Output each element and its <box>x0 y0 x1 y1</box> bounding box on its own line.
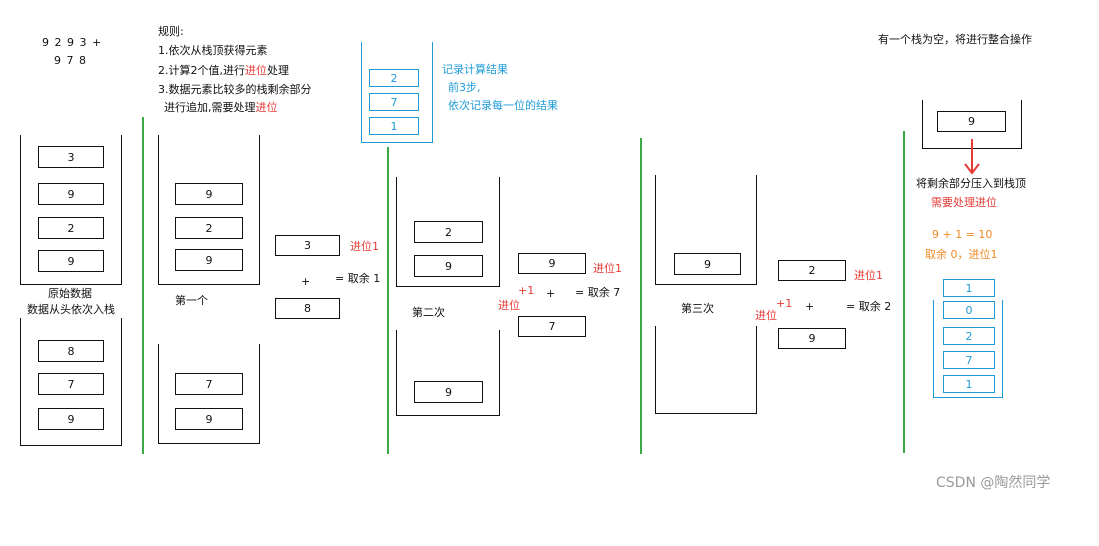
step2-result: = 取余 7 <box>575 286 621 299</box>
divider-line <box>387 147 389 454</box>
step1-top-value: 3 <box>275 235 340 256</box>
stack-item: 9 <box>38 183 104 205</box>
down-arrow-icon <box>964 139 980 175</box>
rule-1: 1.依次从栈顶获得元素 <box>158 44 268 57</box>
divider-line <box>640 138 642 454</box>
final-item: 1 <box>943 375 995 393</box>
stack-item: 2 <box>414 221 483 243</box>
step3-bottom-value: 9 <box>778 328 846 349</box>
stack-item: 9 <box>175 249 243 271</box>
final-item: 1 <box>943 279 995 297</box>
step2-bottom-value: 7 <box>518 316 586 337</box>
original-stack-1 <box>20 135 122 285</box>
step3-carry-in: +1 <box>776 297 793 310</box>
step3-top-value: 2 <box>778 260 846 281</box>
stack-item: 9 <box>674 253 741 275</box>
result-note-1: 记录计算结果 <box>442 63 508 76</box>
divider-line <box>142 117 144 454</box>
step3-plus: + <box>805 300 815 313</box>
original-caption-2: 数据从头依次入栈 <box>27 303 115 316</box>
step1-label: 第一个 <box>175 294 208 307</box>
stack-item: 9 <box>414 255 483 277</box>
final-item: 2 <box>943 327 995 345</box>
stack-item: 2 <box>175 217 243 239</box>
step2-carry-label: 进位1 <box>593 262 622 275</box>
step3-result: = 取余 2 <box>846 300 892 313</box>
final-item: 7 <box>943 351 995 369</box>
step2-carry-in: +1 <box>518 284 535 297</box>
final-note-top: 有一个栈为空，将进行整合操作 <box>878 33 1032 46</box>
step3-stack-2 <box>655 326 757 414</box>
rules-title: 规则: <box>158 25 184 38</box>
stack-item: 9 <box>38 250 104 272</box>
step2-plus: + <box>546 287 556 300</box>
rule-2-post: 处理 <box>267 64 289 77</box>
stack-item: 3 <box>38 146 104 168</box>
rule-3b-red: 进位 <box>255 101 278 114</box>
step2-stack-1 <box>396 177 500 287</box>
step3-carry-in-label: 进位 <box>755 309 777 322</box>
stack-item: 9 <box>38 408 104 430</box>
step3-carry-label: 进位1 <box>854 269 883 282</box>
result-item: 2 <box>369 69 419 87</box>
step2-top-value: 9 <box>518 253 586 274</box>
original-caption-1: 原始数据 <box>48 287 92 300</box>
divider-line <box>903 131 905 453</box>
rule-3: 3.数据元素比较多的栈剩余部分 <box>158 83 312 96</box>
stack-item: 9 <box>175 408 243 430</box>
step1-stack-2 <box>158 344 260 444</box>
stack-item: 2 <box>38 217 104 239</box>
result-stack <box>361 42 433 143</box>
final-item: 0 <box>943 301 995 319</box>
step3-stack-1 <box>655 175 757 285</box>
final-calc: 9 + 1 = 10 <box>932 228 993 241</box>
number-b: 9 7 8 <box>54 54 87 67</box>
step2-label: 第二次 <box>412 306 445 319</box>
result-item: 7 <box>369 93 419 111</box>
step2-stack-2 <box>396 330 500 416</box>
step1-carry-label: 进位1 <box>350 240 379 253</box>
rule-3b: 进行追加,需要处理进位 <box>164 101 278 115</box>
rule-3b-pre: 进行追加,需要处理 <box>164 101 256 114</box>
step3-label: 第三次 <box>681 302 714 315</box>
watermark: CSDN @陶然同学 <box>936 475 1051 491</box>
result-note-3: 依次记录每一位的结果 <box>448 99 558 112</box>
stack-item: 8 <box>38 340 104 362</box>
stack-item: 9 <box>414 381 483 403</box>
stack-item: 7 <box>175 373 243 395</box>
number-a: 9 2 9 3 + <box>42 36 103 49</box>
rule-2-red: 进位 <box>245 64 267 77</box>
original-stack-2 <box>20 318 122 446</box>
rule-2: 2.计算2个值,进行进位处理 <box>158 64 289 78</box>
rule-2-pre: 2.计算2个值,进行 <box>158 64 245 77</box>
step1-bottom-value: 8 <box>275 298 340 319</box>
final-remain-value: 9 <box>937 111 1006 132</box>
step1-plus: + <box>301 275 311 288</box>
result-note-2: 前3步, <box>448 81 481 94</box>
stack-item: 7 <box>38 373 104 395</box>
final-push-note: 将剩余部分压入到栈顶 <box>916 177 1026 190</box>
final-calc-2: 取余 0，进位1 <box>925 248 998 261</box>
step2-carry-in-label: 进位 <box>498 299 520 312</box>
step1-stack-1 <box>158 135 260 285</box>
final-stack <box>933 300 1003 398</box>
stack-item: 9 <box>175 183 243 205</box>
step1-result: = 取余 1 <box>335 272 381 285</box>
result-item: 1 <box>369 117 419 135</box>
final-carry-need: 需要处理进位 <box>931 196 997 209</box>
